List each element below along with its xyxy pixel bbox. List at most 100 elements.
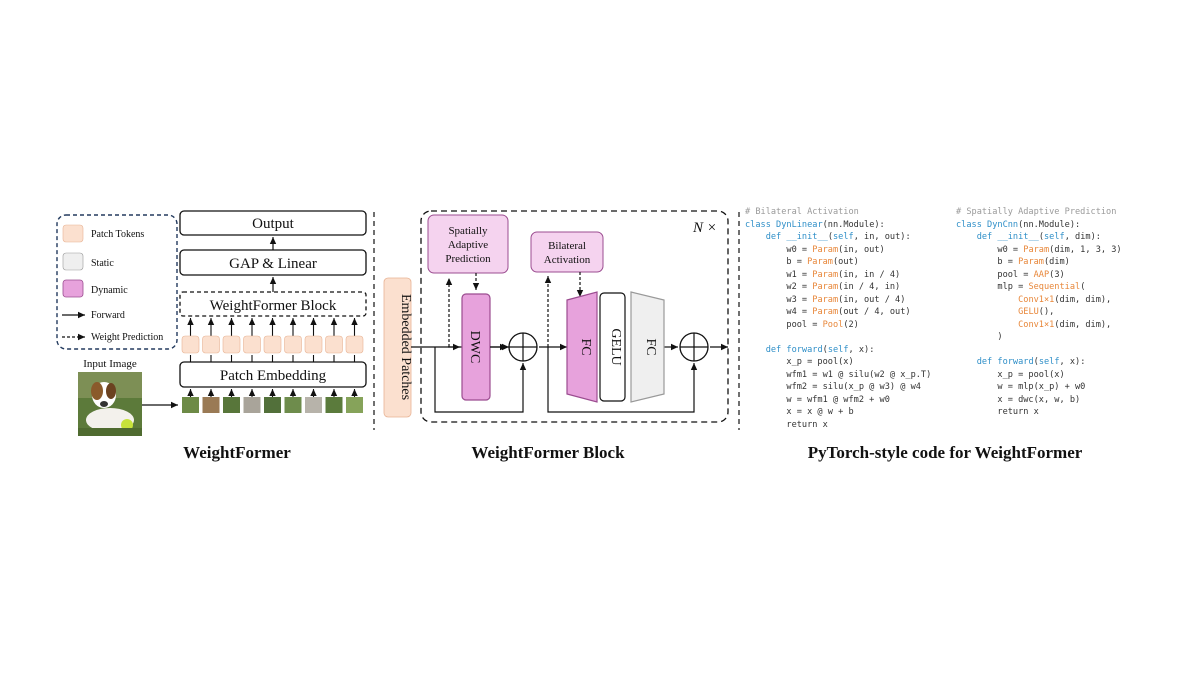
- code-line: Conv1×1(dim, dim),: [956, 295, 1111, 305]
- code-token: (: [1038, 232, 1044, 242]
- code-line: b = Param(dim): [956, 257, 1069, 267]
- code-token: [956, 320, 1018, 330]
- code-token: w2 =: [745, 282, 813, 292]
- input-image: [78, 372, 142, 436]
- patch-embedding-box: [179, 361, 367, 388]
- code-token: mlp =: [956, 282, 1029, 292]
- code-line: w3 = Param(in, out / 4): [745, 295, 905, 305]
- code-token: (nn.Module):: [822, 219, 885, 230]
- patch-token: [325, 335, 343, 354]
- code-token: (dim, 1, 3, 3): [1049, 244, 1122, 255]
- gap-linear-box: [179, 249, 367, 276]
- image-patches-icon: [182, 397, 363, 413]
- code-token: (in, out): [838, 244, 885, 255]
- patch-token-row: [181, 335, 364, 354]
- ba-line1: Bilateral: [548, 240, 586, 252]
- code-line: ): [956, 332, 1003, 342]
- code-token: (3): [1049, 269, 1065, 280]
- sap-line2: Adaptive: [448, 239, 488, 251]
- patch-thumbnail: [305, 397, 322, 413]
- code-line: pool = AAP(3): [956, 269, 1065, 280]
- residual-1: [434, 347, 527, 413]
- code-token: Sequential: [1028, 282, 1081, 292]
- code-line: def forward(self, x):: [745, 344, 875, 355]
- code-token: Param: [807, 257, 833, 267]
- residual-2: [547, 347, 698, 413]
- code-line: w0 = Param(in, out): [745, 244, 885, 255]
- legend-dynamic-label: Dynamic: [91, 285, 128, 296]
- legend-forward-label: Forward: [91, 310, 125, 321]
- ba-line2: Activation: [544, 254, 591, 266]
- output-box: [179, 210, 367, 236]
- sap-line3: Prediction: [445, 253, 491, 265]
- legend: Patch Tokens Static Dynamic Forward Weig…: [56, 214, 178, 350]
- block-caption: WeightFormer Block: [471, 443, 625, 462]
- code-token: (),: [1038, 307, 1055, 317]
- code-line: x_p = pool(x): [745, 357, 854, 367]
- legend-weight-label: Weight Prediction: [91, 332, 163, 343]
- code-token: x_p = pool(x): [745, 357, 854, 367]
- code-token: (: [1033, 357, 1039, 367]
- code-token: forward: [997, 357, 1034, 367]
- fc2-trapezoid: [630, 291, 665, 403]
- code-token: Conv1×1: [1018, 319, 1055, 330]
- code-token: Param: [812, 244, 839, 255]
- code-line: return x: [745, 420, 827, 430]
- code-token: x = dwc(x, w, b): [956, 394, 1081, 405]
- patch-token: [202, 335, 220, 354]
- code-token: (nn.Module):: [1018, 219, 1081, 230]
- code-token: (dim, dim),: [1054, 294, 1112, 305]
- code-token: __init__: [997, 232, 1039, 242]
- weightformer-block-label: WeightFormer Block: [210, 298, 337, 314]
- code-token: Param: [812, 307, 839, 317]
- code-token: w3 =: [745, 294, 813, 305]
- code-token: # Bilateral Activation: [745, 207, 859, 217]
- fc2-label: FC: [643, 338, 658, 355]
- code-token: Conv1×1: [1018, 294, 1055, 305]
- patch-thumbnail: [182, 397, 199, 413]
- code-line: GELU(),: [956, 307, 1054, 317]
- code-token: (: [1080, 282, 1086, 292]
- code-token: (in, in / 4): [838, 269, 901, 280]
- patch-token: [181, 335, 200, 354]
- patch-token: [304, 335, 323, 354]
- gap-linear-label: GAP & Linear: [229, 256, 317, 272]
- code-line: class DynLinear(nn.Module):: [745, 220, 885, 230]
- code-token: Param: [812, 269, 839, 280]
- gelu-label: GELU: [608, 328, 623, 365]
- code-line: w2 = Param(in / 4, in): [745, 282, 900, 292]
- sap-box: [427, 214, 509, 274]
- legend-static-label: Static: [91, 258, 114, 269]
- code-token: , dim):: [1064, 232, 1101, 242]
- code-line: Conv1×1(dim, dim),: [956, 320, 1111, 330]
- code-token: Param: [812, 294, 839, 305]
- code-token: (in, out / 4): [838, 294, 906, 305]
- code-token: Param: [812, 282, 839, 292]
- code-token: (: [822, 344, 828, 355]
- legend-static-swatch: [62, 252, 84, 271]
- code-token: w1 =: [745, 269, 813, 280]
- code-token: return x: [956, 407, 1039, 417]
- token-up-arrows: [187, 318, 358, 397]
- code-line: # Spatially Adaptive Prediction: [956, 207, 1116, 217]
- code-token: w4 =: [745, 307, 813, 317]
- patch-embedding-label: Patch Embedding: [220, 368, 327, 384]
- code-token: pool =: [956, 269, 1034, 280]
- code-token: b =: [745, 257, 808, 267]
- patch-thumbnail: [243, 397, 261, 413]
- code-token: w = wfm1 @ wfm2 + w0: [745, 394, 890, 405]
- code-token: Param: [1023, 244, 1050, 255]
- code-line: pool = Pool(2): [745, 319, 858, 330]
- code-token: , in, out):: [853, 232, 911, 242]
- code-token: ): [956, 332, 1003, 342]
- code-token: (dim, dim),: [1054, 319, 1112, 330]
- code-caption: PyTorch-style code for WeightFormer: [808, 443, 1083, 462]
- code-token: pool =: [745, 319, 823, 330]
- embedded-patches-label: Embedded Patches: [398, 294, 413, 400]
- code-token: def: [956, 232, 998, 242]
- code-token: x_p = pool(x): [956, 369, 1065, 380]
- patch-token: [243, 335, 261, 354]
- patch-token: [284, 335, 302, 354]
- ba-box: [530, 231, 604, 273]
- patch-token: [345, 335, 364, 354]
